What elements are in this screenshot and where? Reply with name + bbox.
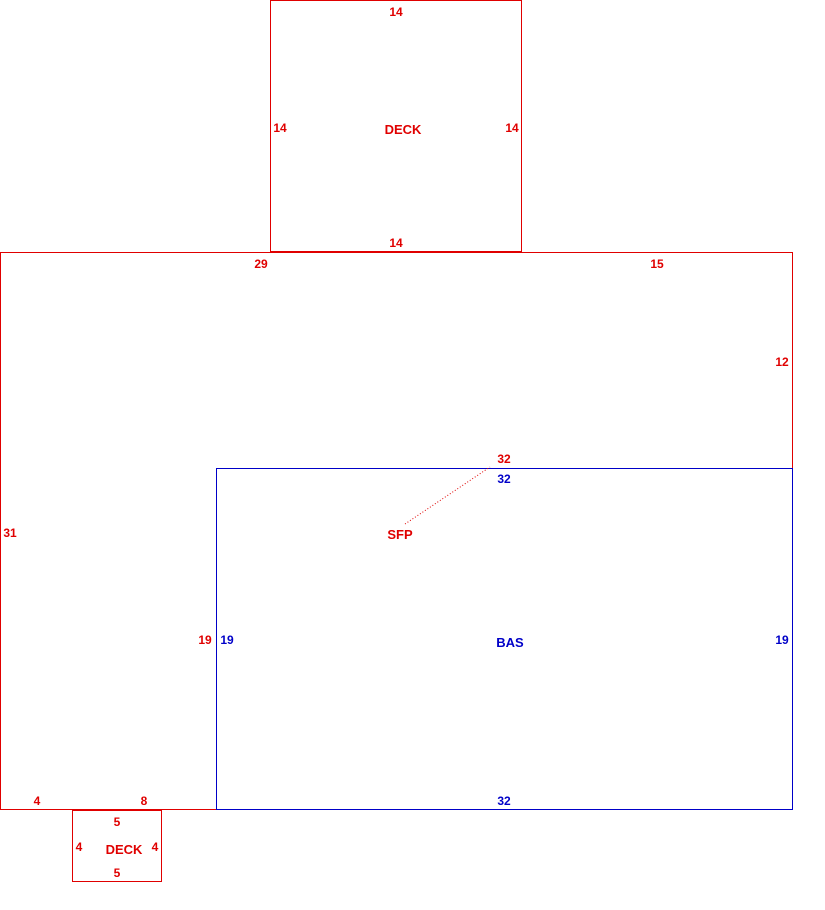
deck-bottom-outline <box>72 810 162 882</box>
dim-deck-top-left: 14 <box>273 121 287 135</box>
dim-sfp-top-left: 29 <box>254 257 268 271</box>
dim-sfp-inner-left: 19 <box>198 633 212 647</box>
area-sfp: SFP <box>387 527 413 542</box>
dim-bas-top: 32 <box>497 472 511 486</box>
bas-outline <box>216 468 793 810</box>
dim-deck-top-right: 14 <box>505 121 519 135</box>
dim-sfp-inner-top: 32 <box>497 452 511 466</box>
dim-sfp-left: 31 <box>3 526 17 540</box>
dim-deck-bottom-bottom: 5 <box>114 866 121 880</box>
dim-bas-left: 19 <box>220 633 234 647</box>
dim-deck-top-bottom: 14 <box>389 236 403 250</box>
dim-sfp-right: 12 <box>775 355 789 369</box>
dim-deck-bottom-right: 4 <box>152 840 159 854</box>
dim-deck-bottom-left: 4 <box>76 840 83 854</box>
dim-bas-right: 19 <box>775 633 789 647</box>
dim-bas-bottom: 32 <box>497 794 511 808</box>
sfp-leader-line <box>404 466 491 525</box>
deck-top-outline <box>270 0 522 252</box>
sfp-outline <box>0 252 793 810</box>
area-deck-bottom: DECK <box>106 842 143 857</box>
dim-sfp-bottom-mid: 8 <box>141 794 148 808</box>
dim-deck-bottom-top: 5 <box>114 815 121 829</box>
dim-deck-top-top: 14 <box>389 5 403 19</box>
area-deck-top: DECK <box>385 122 422 137</box>
dim-sfp-bottom-left: 4 <box>34 794 41 808</box>
area-bas: BAS <box>496 635 524 650</box>
dim-sfp-top-right: 15 <box>650 257 664 271</box>
